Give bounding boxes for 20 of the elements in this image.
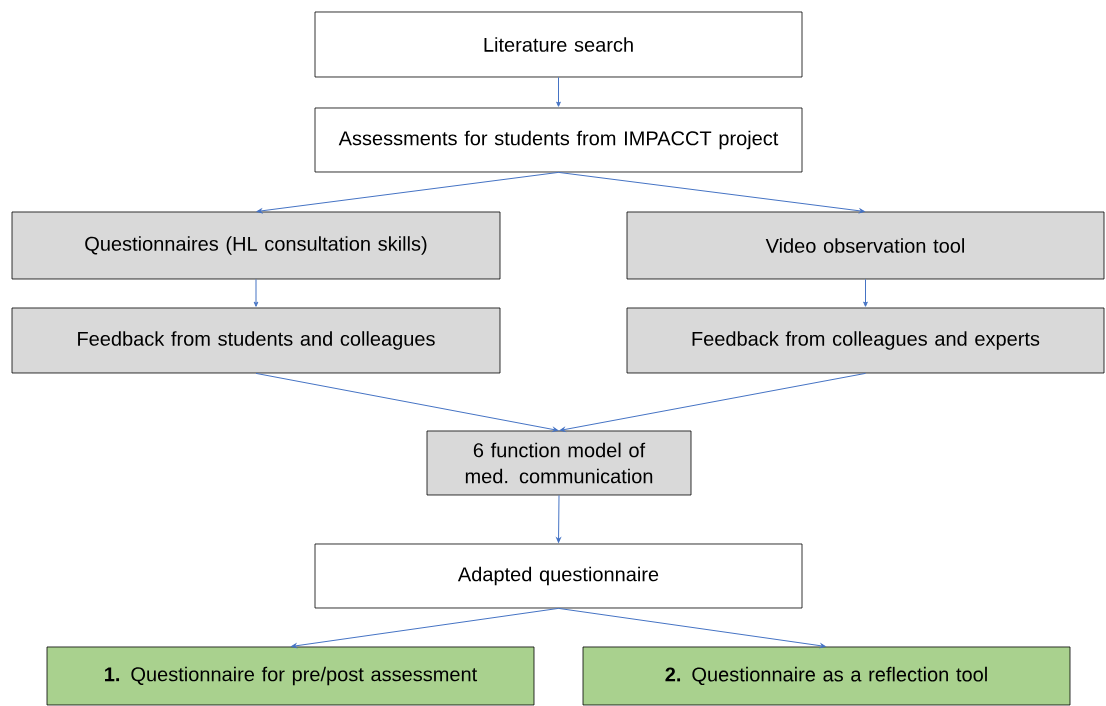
arrow [863,278,868,307]
arrow [256,171,559,214]
process-box: Assessments for students from IMPACCT project [314,107,803,173]
arrow [556,494,561,543]
arrow [253,278,259,307]
arrow [291,607,559,649]
arrow [556,76,561,107]
process-box: Feedback from students and colleagues [11,307,501,374]
process-box: Video observation tool [626,211,1105,280]
process-box: Literature search [314,11,803,78]
process-box: Feedback from colleagues and experts [626,307,1105,374]
result-box: 2. Questionnaire as a reflection tool [582,646,1071,706]
arrow [558,607,826,649]
result-box: 1. Questionnaire for pre/post assessment [46,646,535,706]
process-box: 6 function model of med. communication [426,430,692,496]
process-box: Adapted questionnaire [314,543,803,609]
arrow [255,372,559,432]
arrow [559,372,866,432]
process-box: Questionnaires (HL consultation skills) [11,211,501,280]
arrow [558,171,865,214]
